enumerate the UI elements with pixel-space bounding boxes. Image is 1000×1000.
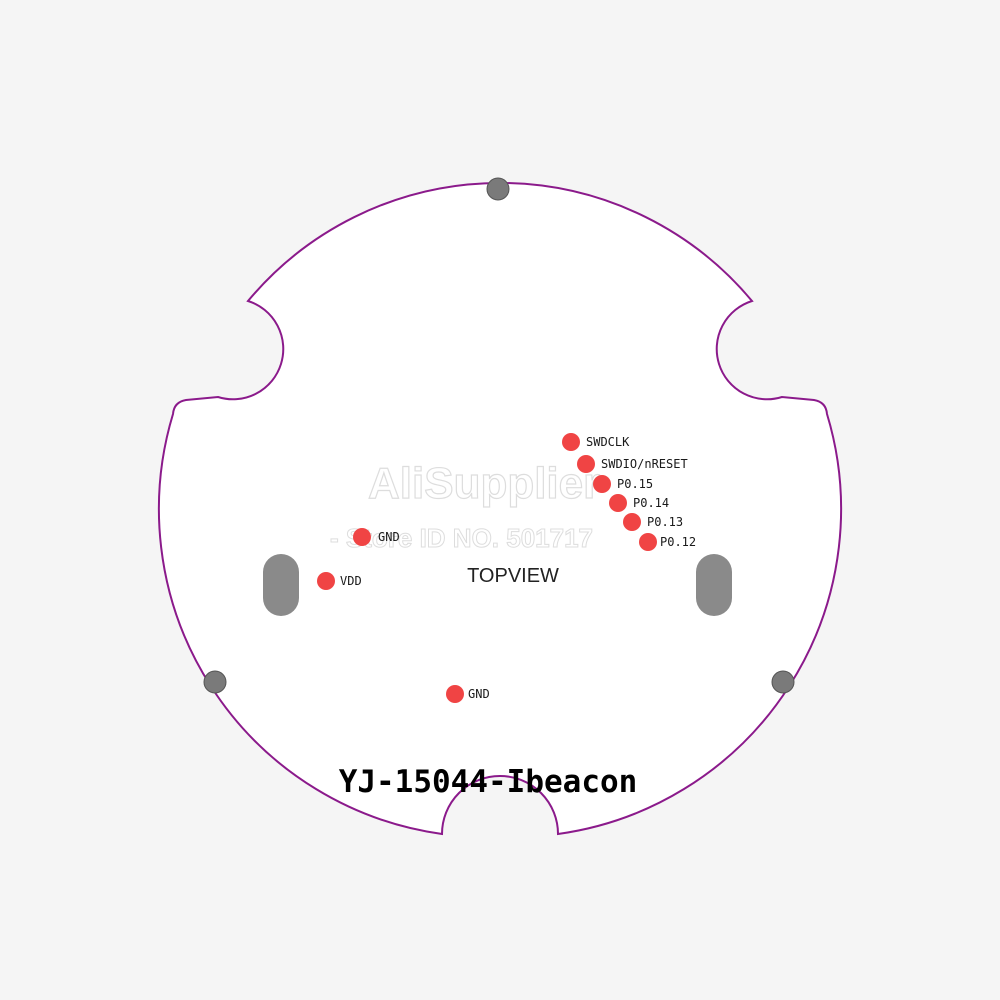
pin-label-gnd-upper: GND — [378, 530, 400, 544]
pad-p0-12 — [639, 533, 657, 551]
pad-swdclk — [562, 433, 580, 451]
pin-label-p0-14: P0.14 — [633, 496, 669, 510]
pad-p0-14 — [609, 494, 627, 512]
pad-swdio-nreset — [577, 455, 595, 473]
mounting-hole-top — [486, 177, 510, 201]
pin-label-swdclk: SWDCLK — [586, 435, 630, 449]
mounting-hole-right — [771, 670, 795, 694]
pad-p0-13 — [623, 513, 641, 531]
battery-slot-right — [696, 554, 732, 616]
battery-slot-left — [263, 554, 299, 616]
pin-label-swdio-nreset: SWDIO/nRESET — [601, 457, 688, 471]
pin-label-p0-15: P0.15 — [617, 477, 653, 491]
pad-p0-15 — [593, 475, 611, 493]
watermark-line1: AliSupplier — [368, 459, 600, 508]
board-outline — [157, 182, 843, 836]
mounting-hole-left — [203, 670, 227, 694]
model-label: YJ-15044-Ibeacon — [339, 764, 638, 800]
pin-label-p0-12: P0.12 — [660, 535, 696, 549]
watermark-line2: - Store ID NO. 501717 — [330, 523, 593, 553]
pad-gnd-lower — [446, 685, 464, 703]
pin-label-p0-13: P0.13 — [647, 515, 683, 529]
pin-label-vdd: VDD — [340, 574, 362, 588]
pad-gnd-upper — [353, 528, 371, 546]
view-label: TOPVIEW — [467, 565, 559, 587]
pin-label-gnd-lower: GND — [468, 687, 490, 701]
pad-vdd — [317, 572, 335, 590]
